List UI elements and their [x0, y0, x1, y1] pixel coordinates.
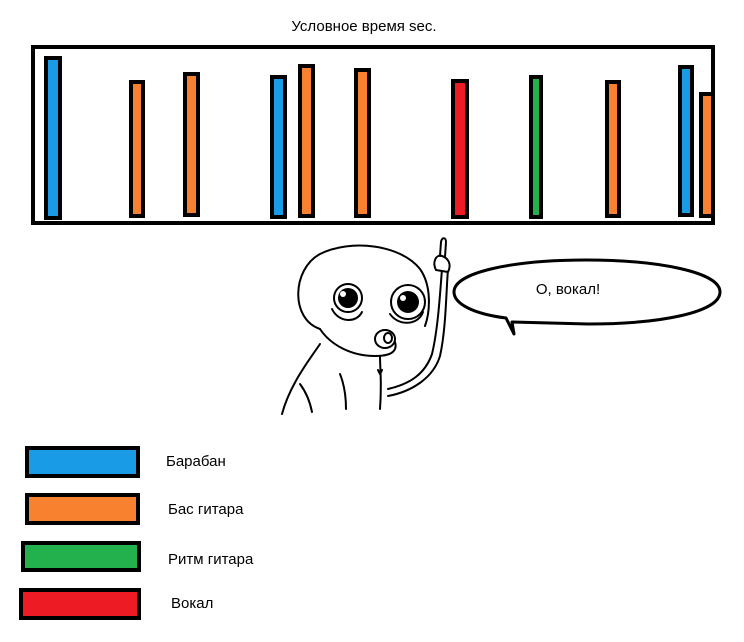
timeline-bar-8 — [529, 75, 543, 219]
timeline-bar-6 — [354, 68, 371, 218]
diagram-title: Условное время sec. — [291, 18, 437, 35]
timeline-bar-9 — [605, 80, 621, 218]
timeline-bar-3 — [183, 72, 200, 217]
legend-label-rhythm-guitar: Ритм гитара — [168, 551, 254, 568]
timeline-bar-1 — [44, 56, 62, 220]
legend-label-bass-guitar: Бас гитара — [168, 501, 244, 518]
thinking-figure-illustration — [281, 237, 451, 415]
timeline-bar-2 — [129, 80, 145, 218]
legend-label-vocal: Вокал — [171, 595, 214, 612]
timeline-bar-10 — [678, 65, 694, 217]
timeline-bar-4 — [270, 75, 287, 219]
speech-bubble — [452, 258, 722, 336]
legend-swatch-rhythm-guitar — [21, 541, 141, 572]
timeline-frame — [31, 45, 715, 225]
legend-swatch-bass-guitar — [25, 493, 140, 525]
legend-swatch-vocal — [19, 588, 141, 620]
timeline-bar-11 — [699, 92, 715, 218]
speech-bubble-text: О, вокал! — [535, 281, 601, 298]
timeline-bar-5 — [298, 64, 315, 218]
timeline-bar-7 — [451, 79, 469, 219]
legend-swatch-drum — [25, 446, 140, 478]
legend-label-drum: Барабан — [166, 453, 226, 470]
